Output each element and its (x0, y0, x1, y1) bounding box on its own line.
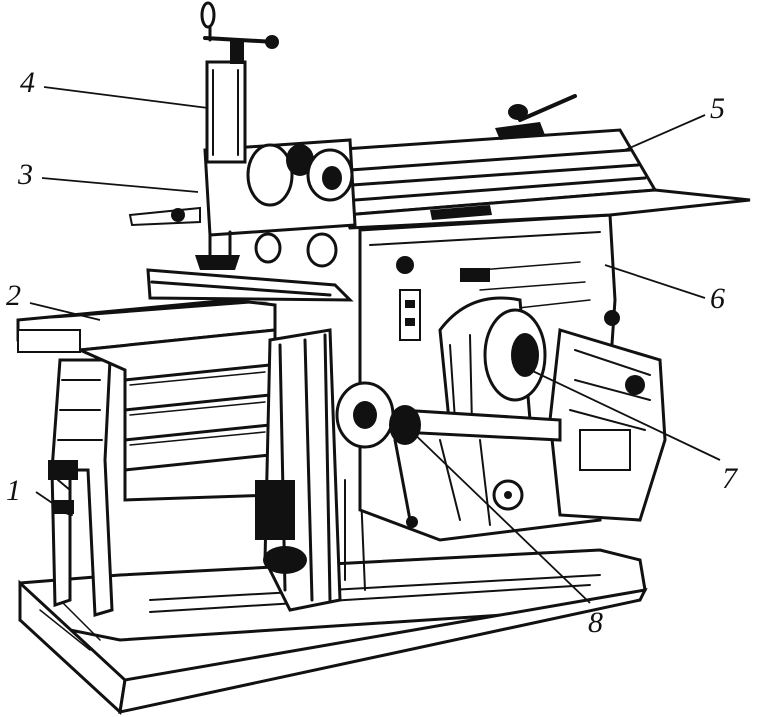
handwheel-and-feed-shaft (335, 381, 562, 528)
leader-lines (29, 86, 721, 604)
ram (328, 94, 751, 230)
callout-5: 5 (710, 92, 725, 125)
callout-4: 4 (20, 66, 35, 99)
callout-2: 2 (6, 279, 21, 312)
vertical-saddle (255, 328, 366, 612)
table-support-leg (48, 358, 114, 617)
callout-3: 3 (17, 158, 33, 191)
callout-7: 7 (722, 462, 739, 495)
callout-labels: 1 2 3 4 5 6 7 8 (6, 66, 739, 639)
cross-rail (146, 268, 354, 302)
machine-housing (358, 213, 617, 542)
feed-gear-unit (492, 310, 667, 522)
ram-head (128, 138, 357, 270)
callout-1: 1 (6, 474, 21, 507)
work-table (16, 298, 277, 502)
tool-slide (200, 1, 279, 164)
callout-6: 6 (710, 282, 725, 315)
callout-8: 8 (588, 606, 603, 639)
